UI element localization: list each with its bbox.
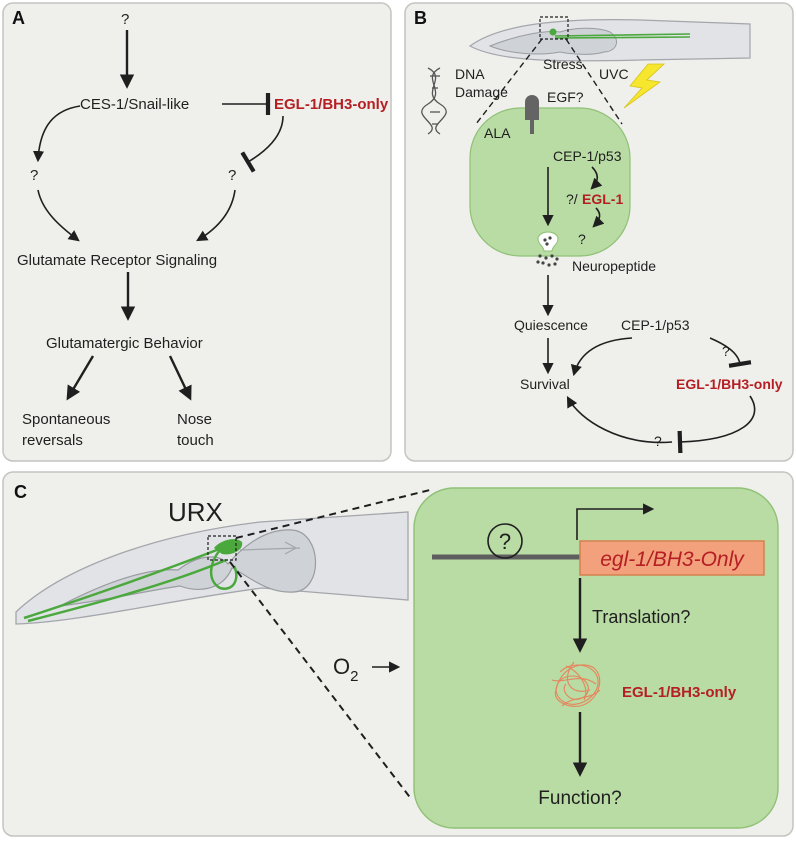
a-arrow-right-to-signal	[196, 189, 236, 242]
b-q-bottom: ?	[654, 433, 662, 449]
b-arrow-egl1-down	[592, 207, 605, 228]
b-zoom-line-right	[565, 38, 623, 125]
c-urx-label: URX	[168, 497, 223, 527]
b-worm-illustration	[468, 16, 751, 62]
c-question-mark: ?	[499, 529, 511, 554]
b-egl1-label: EGL-1	[582, 191, 623, 207]
b-arrow-cep1-to-survival	[570, 337, 633, 377]
a-arrow-left-to-signal	[37, 189, 80, 242]
a-question-top: ?	[121, 11, 129, 28]
b-survival-label: Survival	[520, 376, 570, 392]
b-q-lower-right: ?	[722, 343, 730, 359]
c-gene-label: egl-1/BH3-Only	[600, 548, 745, 571]
a-question-left: ?	[30, 167, 38, 184]
b-egf-label: EGF?	[547, 89, 584, 105]
c-gene-box	[579, 540, 765, 576]
c-transcription-start-arrow	[576, 503, 655, 540]
panel-a-letter: A	[12, 8, 25, 28]
b-dna-line1: DNA	[455, 66, 485, 82]
lightning-bolt-icon	[623, 63, 666, 109]
c-egl1-bh3-label: EGL-1/BH3-only	[622, 684, 737, 701]
a-spontaneous-line1: Spontaneous	[22, 411, 110, 428]
c-question-circle	[487, 523, 523, 559]
b-cep1-lower-label: CEP-1/p53	[621, 317, 690, 333]
dna-helix-icon	[421, 67, 447, 135]
c-zoom-line-bottom	[229, 561, 413, 801]
c-o2-label: O2	[333, 654, 358, 685]
c-urx-cell-body	[413, 487, 779, 829]
a-signaling-label: Glutamate Receptor Signaling	[17, 252, 217, 269]
a-ces1-label: CES-1/Snail-like	[80, 96, 189, 113]
a-arrow-ces-left	[32, 105, 81, 163]
c-worm-illustration	[15, 511, 409, 625]
a-nose-line1: Nose	[177, 411, 212, 428]
b-uvc-label: UVC	[599, 66, 629, 82]
protein-tangle-icon	[551, 661, 601, 707]
c-translation-label: Translation?	[592, 607, 690, 627]
b-neuropeptide-label: Neuropeptide	[572, 258, 656, 274]
neuropeptide-release-icon	[536, 231, 559, 267]
b-dna-line2: Damage	[455, 84, 508, 100]
a-question-right: ?	[228, 167, 236, 184]
b-q-egl-prefix: ?/	[566, 191, 578, 207]
panel-b-letter: B	[414, 8, 427, 28]
panel-c: C URX O2 ? egl-1/BH3-Only Translation?	[2, 471, 794, 837]
panel-a: A ? CES-1/Snail-like EGL-1/BH3-only ? ? …	[2, 2, 392, 462]
b-q-small: ?	[578, 231, 586, 247]
a-behavior-label: Glutamatergic Behavior	[46, 335, 203, 352]
c-function-label: Function?	[538, 788, 621, 809]
b-zoom-line-left	[475, 38, 543, 125]
b-egl1-bh3-label: EGL-1/BH3-only	[676, 376, 783, 392]
b-ala-neuron-body	[469, 107, 631, 257]
a-egl1-label: EGL-1/BH3-only	[274, 96, 389, 113]
b-cep1-inhibits-egl1	[709, 337, 752, 368]
b-cep1-label: CEP-1/p53	[553, 148, 622, 164]
b-ala-label: ALA	[484, 125, 511, 141]
c-zoom-line-top	[235, 489, 431, 539]
egf-receptor-icon	[525, 95, 539, 134]
a-arrow-to-nose	[168, 355, 192, 401]
panel-c-letter: C	[14, 482, 27, 502]
b-egl1-inhibit-loop	[677, 395, 756, 454]
a-nose-line2: touch	[177, 432, 214, 449]
b-arrow-cep1-to-egl1	[590, 166, 603, 190]
a-spontaneous-line2: reversals	[22, 432, 83, 449]
panel-b: B Stress DNA Damage UVC EGF?	[404, 2, 794, 462]
a-arrow-to-spontaneous	[66, 355, 95, 401]
b-arrow-loop-to-survival	[566, 396, 673, 444]
b-quiescence-label: Quiescence	[514, 317, 588, 333]
b-stress-label: Stress	[543, 56, 583, 72]
a-egl1-inhibit-right	[240, 115, 284, 173]
